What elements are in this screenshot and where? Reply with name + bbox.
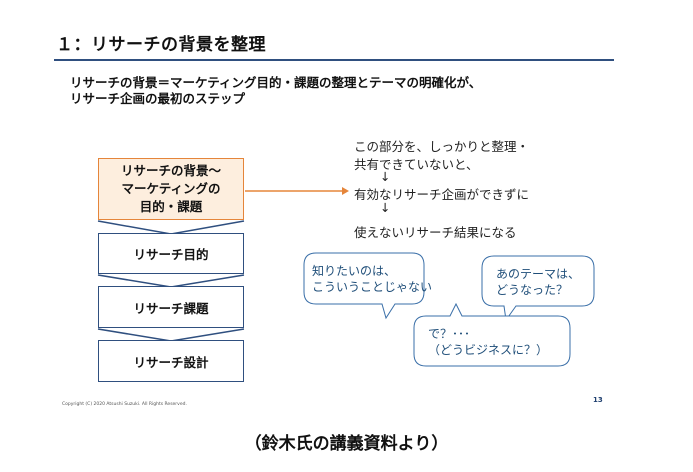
slide-title: １：リサーチの背景を整理 <box>56 35 266 55</box>
flow-box-background-line-3: 目的・課題 <box>139 199 203 214</box>
explanation-line-2: 共有できていないと、 <box>354 157 479 172</box>
slide: １：リサーチの背景を整理 リサーチの背景＝マーケティング目的・課題の整理とテーマ… <box>54 35 614 407</box>
flow-box-background: リサーチの背景～ マーケティングの 目的・課題 <box>98 158 244 220</box>
flow-box-background-line-1: リサーチの背景～ <box>120 163 221 178</box>
speech-bubble-2 <box>481 255 595 322</box>
speech-bubble-2-text: あのテーマは、 どうなった？ <box>496 266 580 298</box>
title-underline <box>54 59 614 61</box>
speech-bubble-3-text: で？･･･ （どうビジネスに？） <box>428 326 548 358</box>
speech-bubble-1-line-1: 知りたいのは、 <box>312 264 397 278</box>
speech-bubble-2-line-2: どうなった？ <box>496 283 569 297</box>
subtitle-line-1: リサーチの背景＝マーケティング目的・課題の整理とテーマの明確化が、 <box>70 75 482 90</box>
flow-box-research-purpose: リサーチ目的 <box>98 233 244 274</box>
down-arrow-1: ↓ <box>380 169 391 184</box>
speech-bubble-3-line-2: （どうビジネスに？） <box>428 343 549 357</box>
down-arrow-2: ↓ <box>380 200 391 215</box>
speech-bubble-3 <box>413 302 571 367</box>
speech-bubble-2-line-1: あのテーマは、 <box>496 267 581 281</box>
figure-caption: （鈴木氏の講義資料より） <box>244 434 449 454</box>
flow-box-research-design: リサーチ設計 <box>98 340 244 382</box>
slide-subtitle: リサーチの背景＝マーケティング目的・課題の整理とテーマの明確化が、 リサーチ企画… <box>70 75 481 107</box>
flow-box-research-issue: リサーチ課題 <box>98 286 244 328</box>
subtitle-line-2: リサーチ企画の最初のステップ <box>70 91 246 106</box>
speech-bubble-1-text: 知りたいのは、 こういうことじゃない <box>312 263 432 295</box>
highlight-arrow-head <box>342 187 349 195</box>
explanation-line-3: 有効なリサーチ企画ができずに <box>354 187 530 202</box>
speech-bubble-3-line-1: で？･･･ <box>428 327 471 341</box>
diagram-graphics <box>97 187 595 367</box>
speech-bubble-1 <box>303 252 425 320</box>
flow-box-background-line-2: マーケティングの <box>121 181 221 196</box>
copyright-notice: Copyright (C) 2020 Atsushi Suzuki. All R… <box>62 402 187 407</box>
speech-bubble-1-line-2: こういうことじゃない <box>312 280 433 294</box>
page-number: 13 <box>593 396 603 404</box>
explanation-line-1: この部分を、しっかりと整理・ <box>354 139 530 154</box>
explanation-line-4: 使えないリサーチ結果になる <box>354 225 517 240</box>
